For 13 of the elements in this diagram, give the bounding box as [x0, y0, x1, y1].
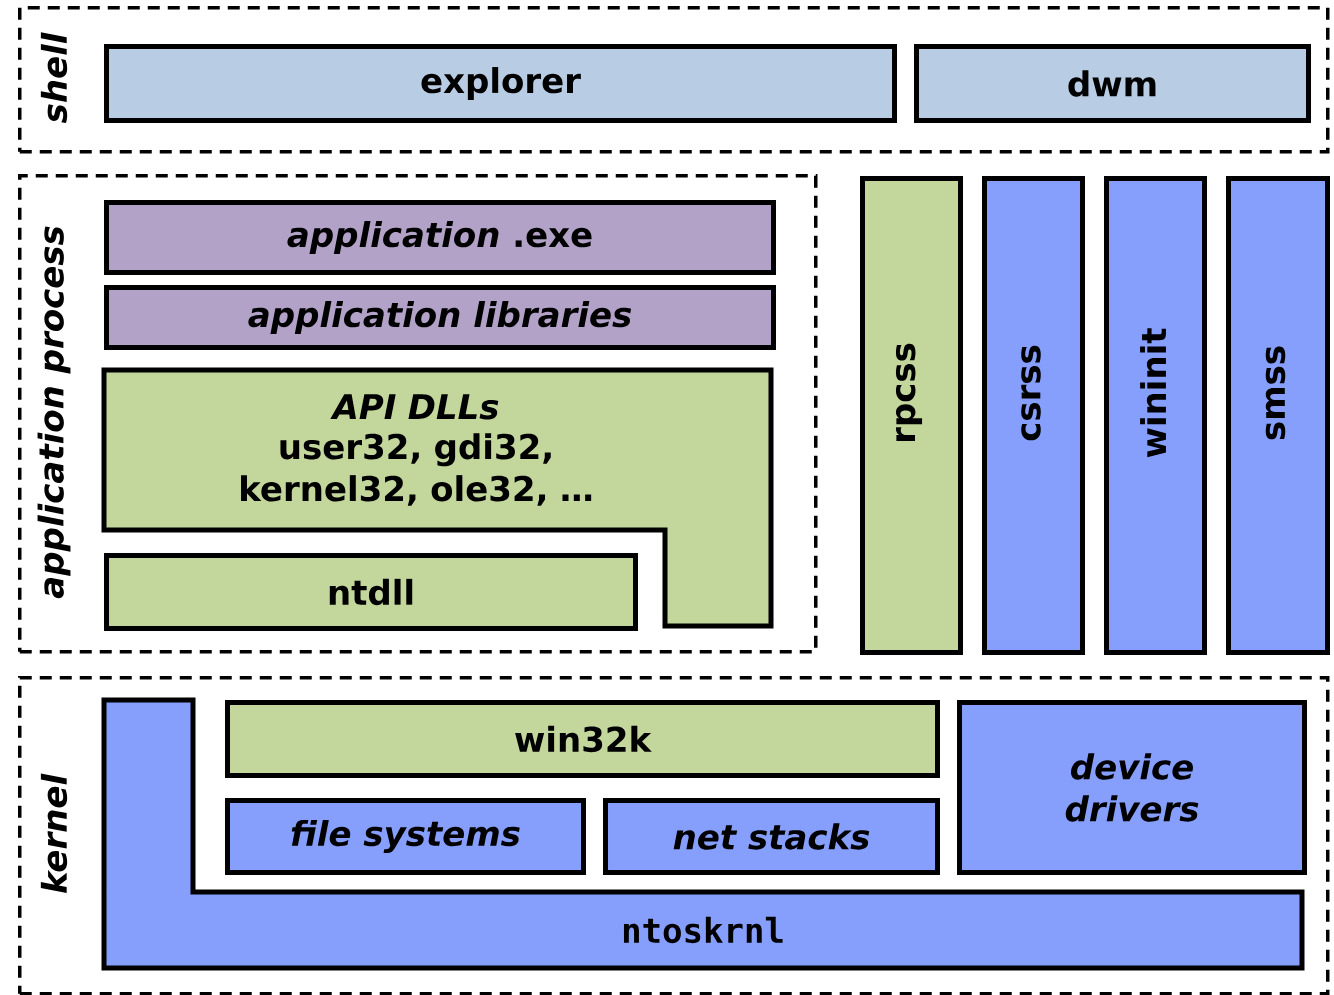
component-box: device drivers [957, 700, 1307, 875]
component-box: win32k [225, 700, 940, 778]
component-box: explorer [104, 44, 897, 123]
component-box: ntdll [104, 553, 638, 631]
component-box: dwm [914, 44, 1311, 123]
component-box: application libraries [104, 285, 776, 350]
component-box: application .exe [104, 200, 776, 275]
component-box: wininit [1104, 176, 1207, 655]
component-box: net stacks [603, 798, 940, 875]
component-box: smss [1226, 176, 1330, 655]
component-box: rpcss [860, 176, 963, 655]
component-box: csrss [982, 176, 1085, 655]
component-box: file systems [225, 798, 586, 875]
